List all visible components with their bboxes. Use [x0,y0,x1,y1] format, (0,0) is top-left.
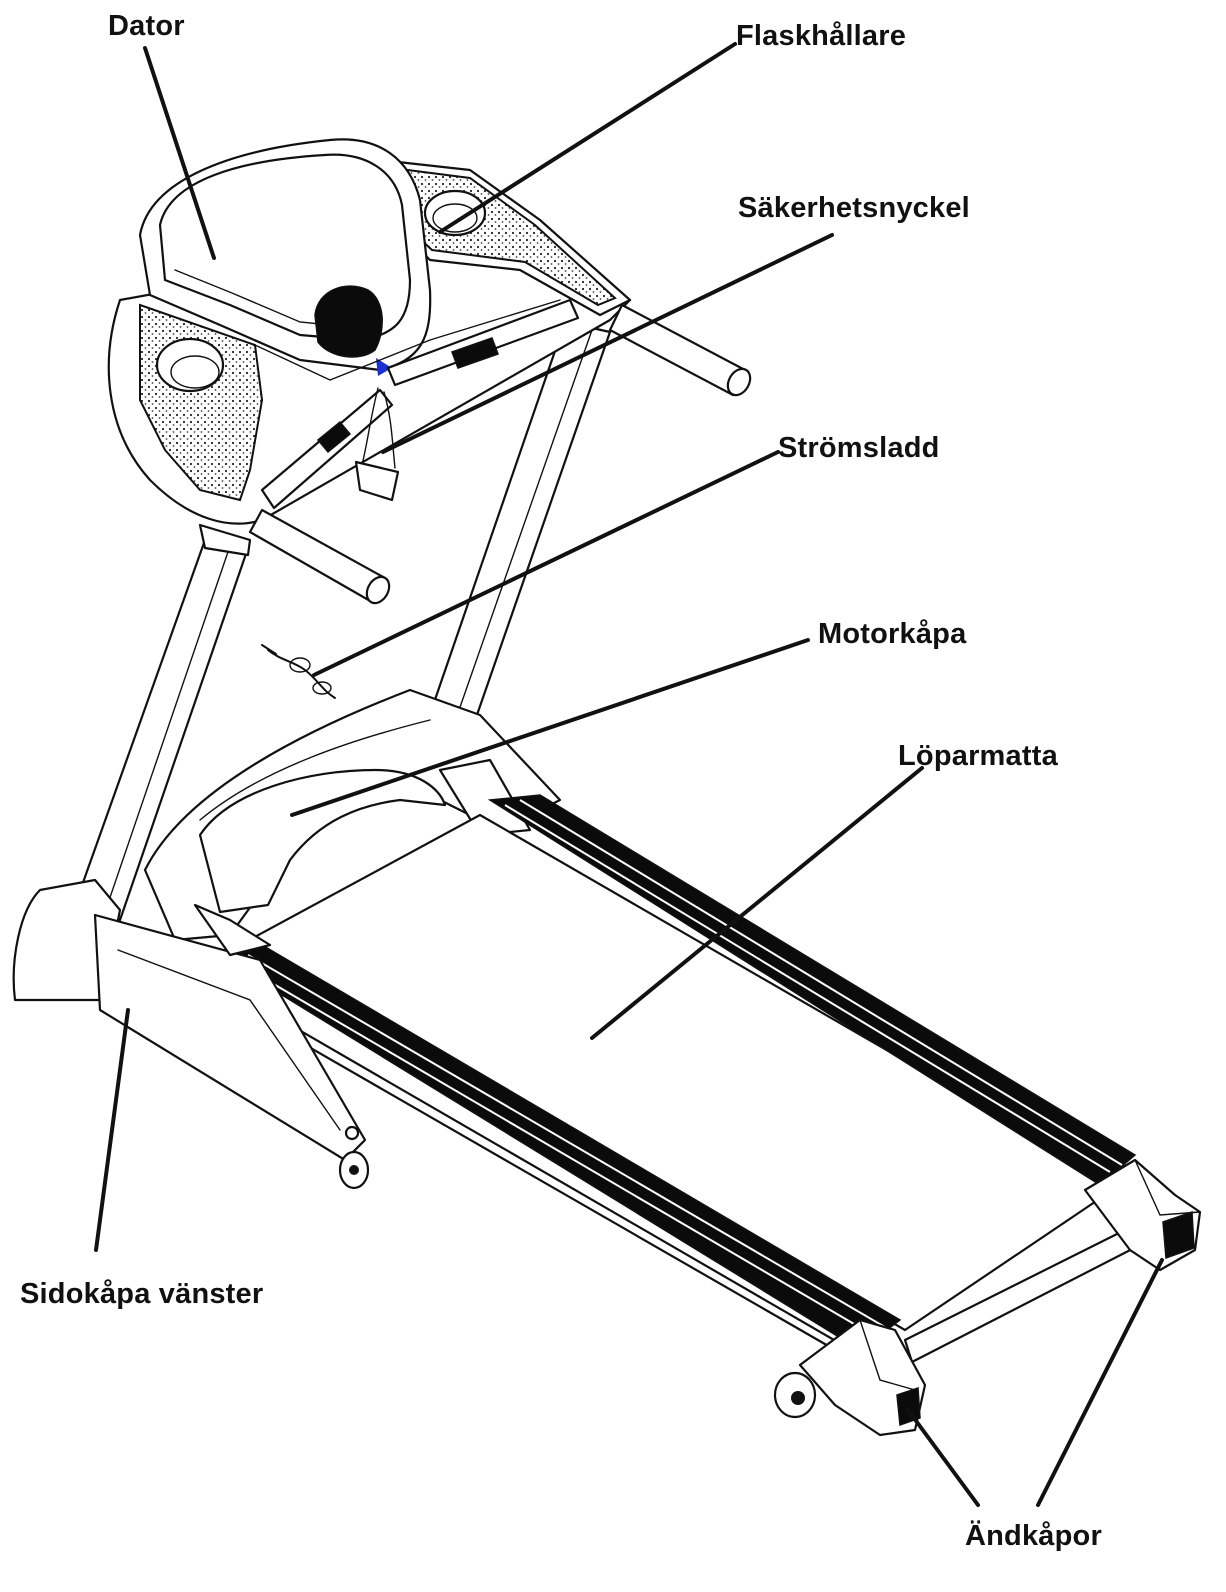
leader-dator [143,46,216,260]
leader-andkapor-1 [906,1408,980,1507]
end-cap-left [773,1318,927,1437]
side-cover-left [12,878,370,1190]
leader-andkapor-2 [1036,1258,1164,1507]
leader-lines [94,42,1164,1507]
leader-motorkapa [290,638,810,817]
leader-stromsladd [312,450,780,677]
leader-sakerhetsnyckel [381,233,834,454]
label-stromsladd: Strömsladd [778,432,940,464]
leader-sidokapa [94,1008,130,1252]
motor-cover [143,688,562,942]
label-loparmatta: Löparmatta [898,740,1058,772]
leader-loparmatta [590,766,924,1040]
handlebars [248,298,752,605]
power-cord [261,644,336,699]
label-sidokapa-vanster: Sidokåpa vänster [20,1278,264,1310]
label-andkapor: Ändkåpor [965,1520,1102,1552]
label-sakerhetsnyckel: Säkerhetsnyckel [738,192,970,224]
label-dator: Dator [108,10,185,42]
leader-flaskhallare [438,42,737,234]
safety-key-clip [376,358,392,376]
end-cap-right [1083,1158,1202,1272]
label-flaskhallare: Flaskhållare [736,20,907,52]
label-motorkapa: Motorkåpa [818,618,967,650]
console [107,138,632,557]
running-deck [223,794,1142,1372]
